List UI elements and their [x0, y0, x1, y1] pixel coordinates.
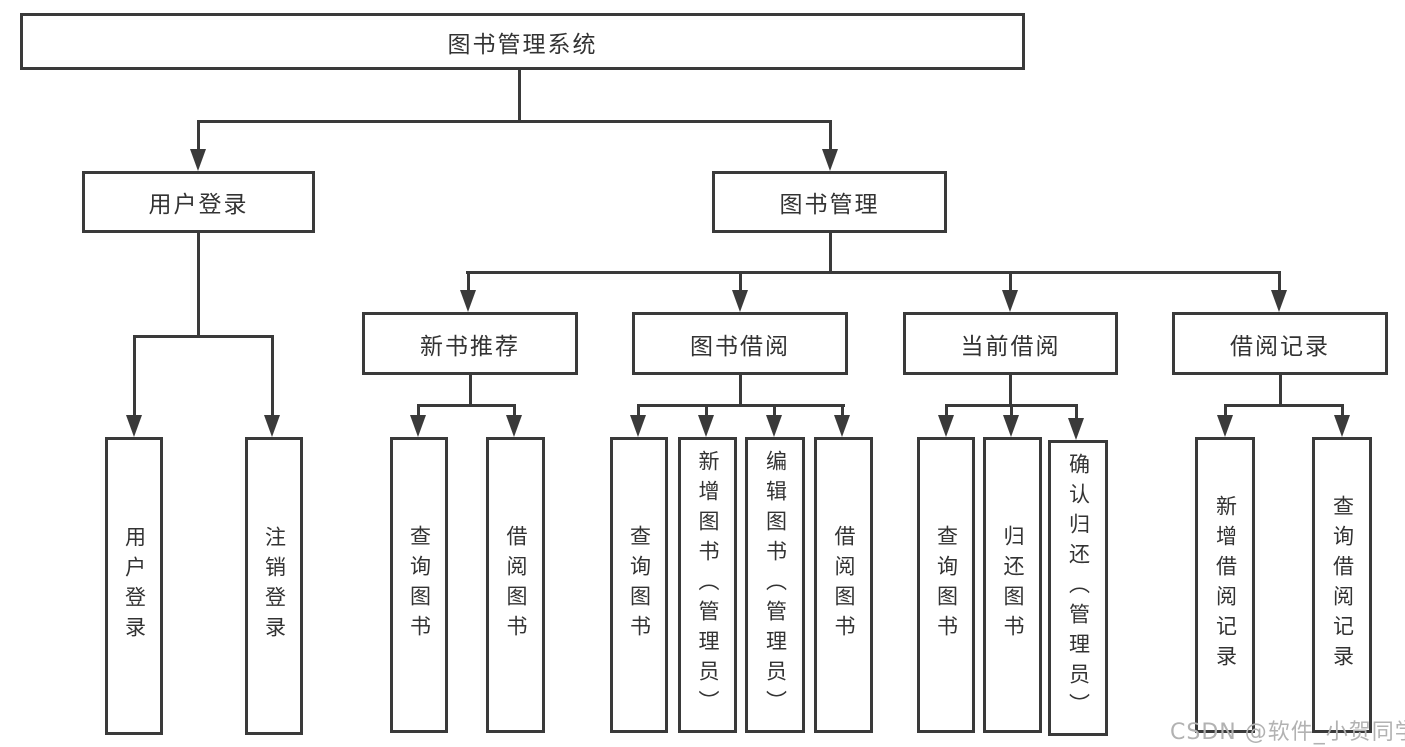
node-current-borrowing: 当前借阅	[903, 312, 1118, 375]
connector-line	[466, 271, 1281, 274]
connector-line	[1009, 375, 1012, 406]
leaf-confirm-return-admin: 确认归还（管理员）	[1048, 440, 1108, 736]
node-label: 借阅图书	[832, 525, 856, 645]
node-book-borrowing: 图书借阅	[632, 312, 848, 375]
node-label: 新书推荐	[420, 333, 520, 360]
arrowhead-icon	[698, 415, 714, 437]
node-new-book-recommend: 新书推荐	[362, 312, 578, 375]
arrowhead-icon	[190, 149, 206, 171]
connector-line	[1009, 271, 1012, 292]
leaf-edit-books-admin: 编辑图书（管理员）	[745, 437, 805, 733]
arrowhead-icon	[264, 415, 280, 437]
node-label: 查询借阅记录	[1330, 495, 1355, 675]
connector-line	[637, 404, 845, 407]
node-label: 用户登录	[122, 526, 147, 646]
arrowhead-icon	[822, 149, 838, 171]
leaf-query-borrow-record: 查询借阅记录	[1312, 437, 1372, 733]
leaf-query-books-current: 查询图书	[917, 437, 975, 733]
node-label: 借阅图书	[504, 525, 528, 645]
node-label: 查询图书	[934, 525, 959, 645]
connector-line	[637, 404, 640, 418]
connector-line	[197, 232, 200, 337]
node-user-login: 用户登录	[82, 171, 315, 233]
node-label: 归还图书	[1001, 525, 1025, 645]
arrowhead-icon	[1217, 415, 1233, 437]
connector-line	[739, 271, 742, 292]
connector-line	[518, 68, 521, 122]
node-label: 新增借阅记录	[1213, 495, 1238, 675]
node-label: 当前借阅	[960, 333, 1061, 360]
connector-line	[1224, 404, 1227, 418]
leaf-borrow-books-recommend: 借阅图书	[486, 437, 545, 733]
node-label: 查询图书	[627, 525, 652, 645]
leaf-borrow-books: 借阅图书	[814, 437, 873, 733]
node-label: 图书借阅	[690, 333, 790, 360]
leaf-logout: 注销登录	[245, 437, 303, 735]
connector-line	[1278, 271, 1281, 292]
leaf-query-books-borrow: 查询图书	[610, 437, 668, 733]
connector-line	[133, 335, 274, 338]
connector-line	[469, 375, 472, 406]
connector-line	[1010, 404, 1013, 418]
leaf-user-login: 用户登录	[105, 437, 163, 735]
connector-line	[417, 404, 420, 418]
connector-line	[271, 335, 274, 418]
leaf-query-books-recommend: 查询图书	[390, 437, 448, 733]
node-label: 用户登录	[148, 192, 249, 218]
node-label: 新增图书（管理员）	[696, 450, 720, 720]
leaf-add-books-admin: 新增图书（管理员）	[678, 437, 737, 733]
arrowhead-icon	[460, 290, 476, 312]
node-root-library-system: 图书管理系统	[20, 13, 1025, 70]
connector-line	[133, 335, 136, 418]
connector-line	[829, 120, 832, 151]
arrowhead-icon	[1271, 290, 1287, 312]
node-label: 借阅记录	[1230, 333, 1330, 360]
arrowhead-icon	[126, 415, 142, 437]
arrowhead-icon	[1002, 290, 1018, 312]
connector-line	[1075, 404, 1078, 420]
arrowhead-icon	[410, 415, 426, 437]
connector-line	[773, 404, 776, 418]
connector-line	[467, 271, 470, 292]
connector-line	[197, 120, 200, 151]
arrowhead-icon	[732, 290, 748, 312]
arrowhead-icon	[1068, 418, 1084, 440]
arrowhead-icon	[630, 415, 646, 437]
connector-line	[945, 404, 948, 418]
node-label: 确认归还（管理员）	[1066, 453, 1091, 723]
connector-line	[1224, 404, 1343, 407]
connector-line	[705, 404, 708, 418]
arrowhead-icon	[766, 415, 782, 437]
connector-line	[1279, 375, 1282, 406]
connector-line	[829, 232, 832, 273]
arrowhead-icon	[938, 415, 954, 437]
arrowhead-icon	[834, 415, 850, 437]
connector-line	[513, 404, 516, 418]
arrowhead-icon	[1334, 415, 1350, 437]
connector-line	[739, 375, 742, 406]
node-label: 图书管理	[779, 192, 880, 218]
csdn-watermark: CSDN @软件_小贺同学	[1170, 720, 1405, 745]
leaf-add-borrow-record: 新增借阅记录	[1195, 437, 1255, 733]
node-label: 查询图书	[407, 525, 432, 645]
leaf-return-books: 归还图书	[983, 437, 1042, 733]
node-borrowing-records: 借阅记录	[1172, 312, 1388, 375]
node-label: 注销登录	[262, 526, 287, 646]
node-label: 图书管理系统	[447, 31, 598, 58]
arrowhead-icon	[1003, 415, 1019, 437]
node-book-management: 图书管理	[712, 171, 947, 233]
connector-line	[841, 404, 844, 418]
connector-line	[417, 404, 516, 407]
connector-line	[197, 120, 832, 123]
arrowhead-icon	[506, 415, 522, 437]
node-label: 编辑图书（管理员）	[763, 450, 788, 720]
connector-line	[1341, 404, 1344, 418]
